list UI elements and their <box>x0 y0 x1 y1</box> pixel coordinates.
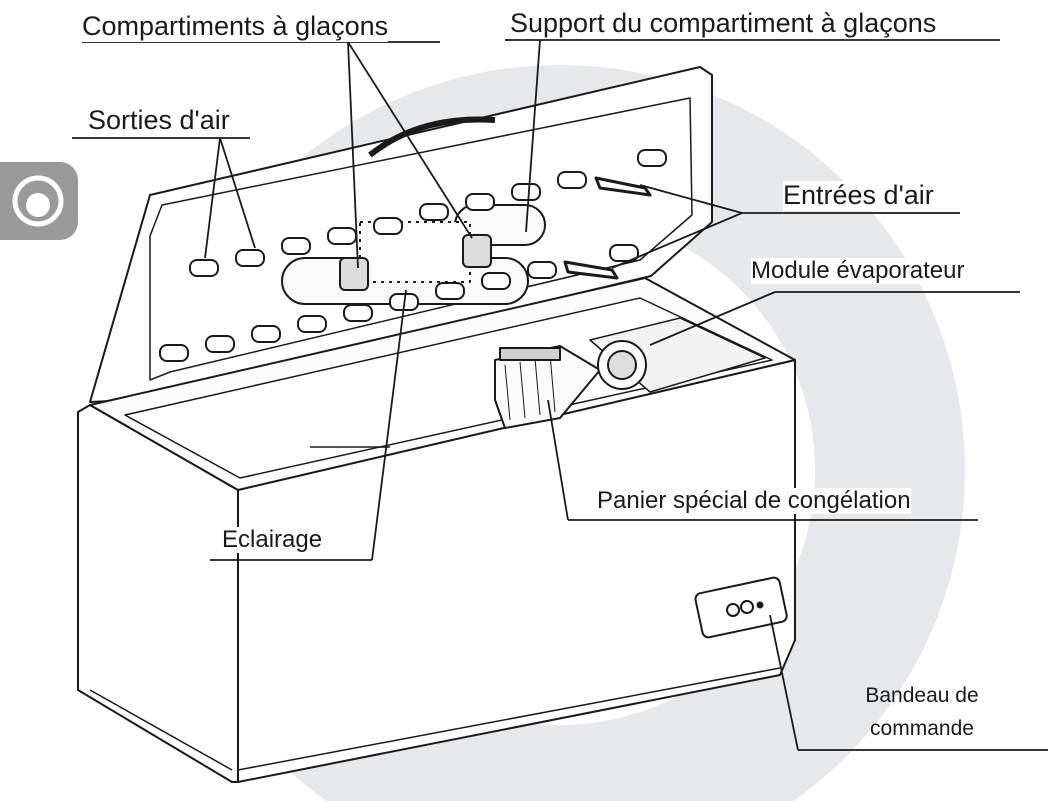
side-tab <box>0 162 78 240</box>
leader-lines <box>72 39 1048 751</box>
label-ice-compartments: Compartiments à glaçons <box>82 11 389 42</box>
label-ice-support: Support du compartiment à glaçons <box>510 8 937 39</box>
label-basket: Panier spécial de congélation <box>597 487 911 515</box>
label-lighting: Eclairage <box>222 526 323 554</box>
label-evaporator: Module évaporateur <box>751 257 965 285</box>
label-control-panel-line1: Bandeau de <box>865 684 979 707</box>
freezer-cabinet <box>77 277 796 783</box>
freezer-lid <box>89 66 713 403</box>
eye-icon <box>12 175 64 227</box>
label-air-outlets: Sorties d'air <box>88 105 230 136</box>
label-air-inlets: Entrées d'air <box>783 180 934 211</box>
label-control-panel-line2: commande <box>870 717 974 740</box>
